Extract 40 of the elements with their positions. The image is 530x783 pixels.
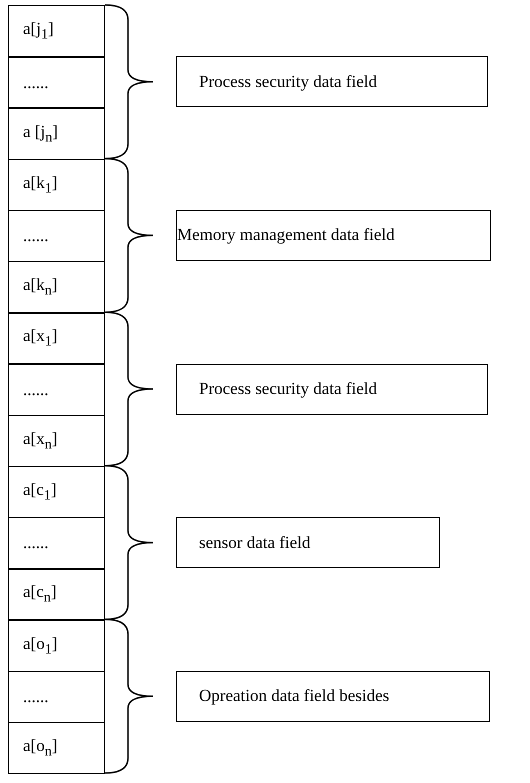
field-name: Memory management data field (177, 225, 395, 246)
cell-text: ...... (23, 686, 48, 707)
field-label-box (176, 56, 488, 108)
memory-cell (8, 466, 105, 518)
field-name: sensor data field (199, 532, 310, 553)
field-label-box (176, 210, 491, 261)
memory-cell (8, 619, 105, 672)
field-name: Process security data field (199, 72, 377, 92)
memory-cell (8, 414, 105, 468)
field-name: Opreation data field besides (199, 686, 390, 706)
cell-text: ...... (23, 226, 48, 246)
cell-text: a[j$_{1}$] (23, 19, 54, 44)
memory-cell (8, 517, 105, 570)
cell-text: a[k$_{n}$] (23, 275, 58, 300)
memory-cell (8, 363, 105, 416)
memory-cell (8, 312, 105, 365)
memory-cell (8, 107, 105, 160)
cell-text: ...... (23, 72, 48, 93)
memory-cell (8, 5, 105, 58)
memory-cell (8, 56, 105, 109)
cell-text: a[c$_{1}$] (23, 480, 57, 504)
memory-cell (8, 670, 105, 724)
cell-text: a[o$_{1}$] (23, 634, 58, 658)
cell-text: a[x$_{1}$] (23, 326, 58, 351)
cell-text: ...... (23, 380, 48, 400)
field-name: Process security data field (199, 379, 377, 399)
cell-text: a[o$_{n}$] (23, 736, 58, 760)
memory-cell (8, 158, 105, 212)
memory-cell (8, 568, 105, 621)
cell-text: ...... (23, 533, 48, 554)
field-label-box (176, 670, 490, 722)
memory-cell (8, 210, 105, 262)
cell-text: a[k$_{1}$] (23, 172, 58, 198)
cell-text: a[x$_{n}$] (23, 428, 58, 454)
memory-cell (8, 722, 105, 774)
cell-text: a [j$_{n}$] (23, 122, 58, 146)
cell-text: a[c$_{n}$] (23, 582, 57, 607)
memory-cell (8, 261, 105, 314)
field-label-box (176, 364, 488, 414)
field-label-box (176, 517, 440, 568)
